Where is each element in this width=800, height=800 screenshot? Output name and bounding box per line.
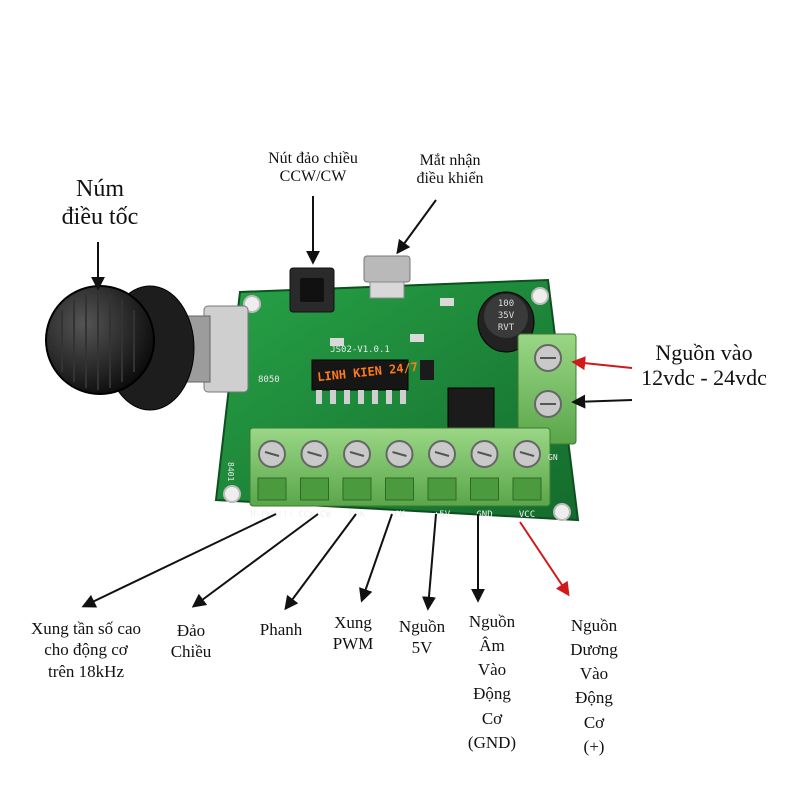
mount-hole bbox=[223, 485, 241, 503]
power-in-label-line1: Nguồn vào bbox=[655, 340, 753, 365]
power-in-label-line2: 12vdc - 24vdc bbox=[641, 365, 767, 391]
capacitor-text-2: 35V bbox=[498, 311, 515, 321]
wire-entry bbox=[342, 477, 372, 501]
terminal-label-line: Âm bbox=[479, 636, 505, 656]
screw-slot bbox=[264, 451, 280, 457]
mosfet bbox=[447, 387, 495, 429]
arrow-brk bbox=[284, 513, 357, 611]
terminal-label-gnd: Nguồn Âm Vào Động Cơ (GND) bbox=[450, 610, 534, 755]
arrow-ck bbox=[359, 513, 393, 603]
screw-slot bbox=[434, 451, 450, 457]
terminal-label-vcc: Nguồn Dương Vào Động Cơ (+) bbox=[548, 614, 640, 759]
ir-receiver bbox=[363, 255, 411, 283]
capacitor-text-3: RVT bbox=[498, 323, 515, 333]
terminal-label-line: Xung tần số cao bbox=[30, 619, 141, 638]
terminal-label-line: Dương bbox=[570, 640, 618, 660]
terminal-label-line: Động bbox=[473, 684, 511, 704]
wire-entry bbox=[512, 477, 542, 501]
terminal-label-line: (+) bbox=[583, 736, 605, 756]
mount-hole bbox=[531, 287, 549, 305]
knob-label: Núm điều tốc bbox=[44, 176, 156, 231]
terminal-label-line: Nguồn bbox=[398, 617, 446, 636]
transistor-mark: 8050 bbox=[258, 375, 280, 385]
silkscreen-pin-label: BRK bbox=[349, 510, 366, 520]
wire-entry bbox=[470, 477, 499, 501]
wire-entry bbox=[427, 477, 457, 501]
terminal-label-line: Đảo bbox=[176, 621, 206, 640]
gnd-mark: GN bbox=[548, 453, 558, 462]
receiver-label: Mắt nhận điều khiển bbox=[400, 152, 500, 189]
silkscreen-pin-label: VCC bbox=[519, 510, 535, 520]
silkscreen-pin-label: GND bbox=[476, 510, 492, 520]
terminal-label-line: Nguồn bbox=[570, 616, 618, 635]
arrow-power-plus bbox=[571, 356, 633, 371]
receiver-label-line1: Mắt nhận bbox=[419, 152, 481, 169]
screw-slot bbox=[519, 451, 535, 457]
terminal-label-5v: Nguồn 5V bbox=[384, 616, 460, 659]
arrow-power-minus bbox=[571, 394, 633, 409]
screw-slot bbox=[349, 451, 365, 457]
wire-entry bbox=[257, 477, 287, 501]
potentiometer-body bbox=[203, 305, 249, 393]
terminal-label-line: Cơ bbox=[583, 712, 605, 732]
silkscreen-pin-label: CK bbox=[394, 510, 405, 520]
wire-entry bbox=[300, 477, 329, 501]
ic-chip bbox=[311, 359, 409, 391]
terminal-label-line: Nguồn bbox=[468, 612, 516, 631]
terminal-label-line: trên 18kHz bbox=[47, 661, 124, 681]
wire-entry bbox=[385, 477, 414, 501]
silkscreen-pin-label: +5V bbox=[434, 510, 451, 520]
terminal-label-line: Phanh bbox=[259, 620, 303, 639]
terminal-label-line: Động bbox=[575, 688, 613, 708]
terminal-label-line: Chiều bbox=[170, 642, 212, 662]
terminal-label-line: 5V bbox=[411, 638, 433, 658]
terminal-label-pwm: Xung PWM bbox=[318, 612, 388, 655]
arrow-vcc bbox=[519, 521, 570, 597]
terminal-label-line: (GND) bbox=[467, 732, 517, 752]
terminal-label-brk: Phanh bbox=[246, 620, 316, 640]
screw-slot bbox=[477, 451, 492, 457]
arrow-ccw bbox=[191, 513, 319, 608]
terminal-label-line: Vào bbox=[579, 664, 609, 684]
terminal-label-line: Cơ bbox=[481, 708, 503, 728]
mount-hole bbox=[553, 503, 571, 521]
capacitor-text-1: 100 bbox=[498, 299, 514, 309]
arrow-5v bbox=[421, 513, 437, 611]
knob-label-line1: Núm bbox=[76, 176, 124, 202]
terminal-label-line: cho động cơ bbox=[44, 640, 128, 660]
screw-slot bbox=[307, 451, 322, 457]
terminal-label-hpwm: Xung tần số cao cho động cơ trên 18kHz bbox=[6, 618, 166, 682]
side-mark: 8401 bbox=[226, 462, 235, 481]
silkscreen-pin-label: CCW/CW bbox=[298, 510, 331, 520]
knob-label-line2: điều tốc bbox=[61, 203, 139, 230]
terminal-label-line: Vào bbox=[477, 660, 507, 680]
terminal-label-ccw: Đảo Chiều bbox=[156, 620, 226, 663]
button-label-line1: Nút đảo chiều bbox=[268, 150, 358, 167]
board-version-text: JS02-V1.0.1 bbox=[330, 345, 390, 355]
receiver-label-line2: điều khiển bbox=[416, 170, 484, 188]
terminal-label-line: PWM bbox=[332, 634, 374, 654]
screw-slot bbox=[392, 451, 407, 457]
arrow-receiver bbox=[396, 199, 437, 255]
button-label-line2: CCW/CW bbox=[279, 168, 347, 186]
power-in-label: Nguồn vào 12vdc - 24vdc bbox=[616, 340, 792, 391]
arrow-hpwm bbox=[81, 513, 277, 608]
terminal-label-line: Xung bbox=[334, 613, 372, 632]
button-label: Nút đảo chiều CCW/CW bbox=[250, 150, 376, 187]
